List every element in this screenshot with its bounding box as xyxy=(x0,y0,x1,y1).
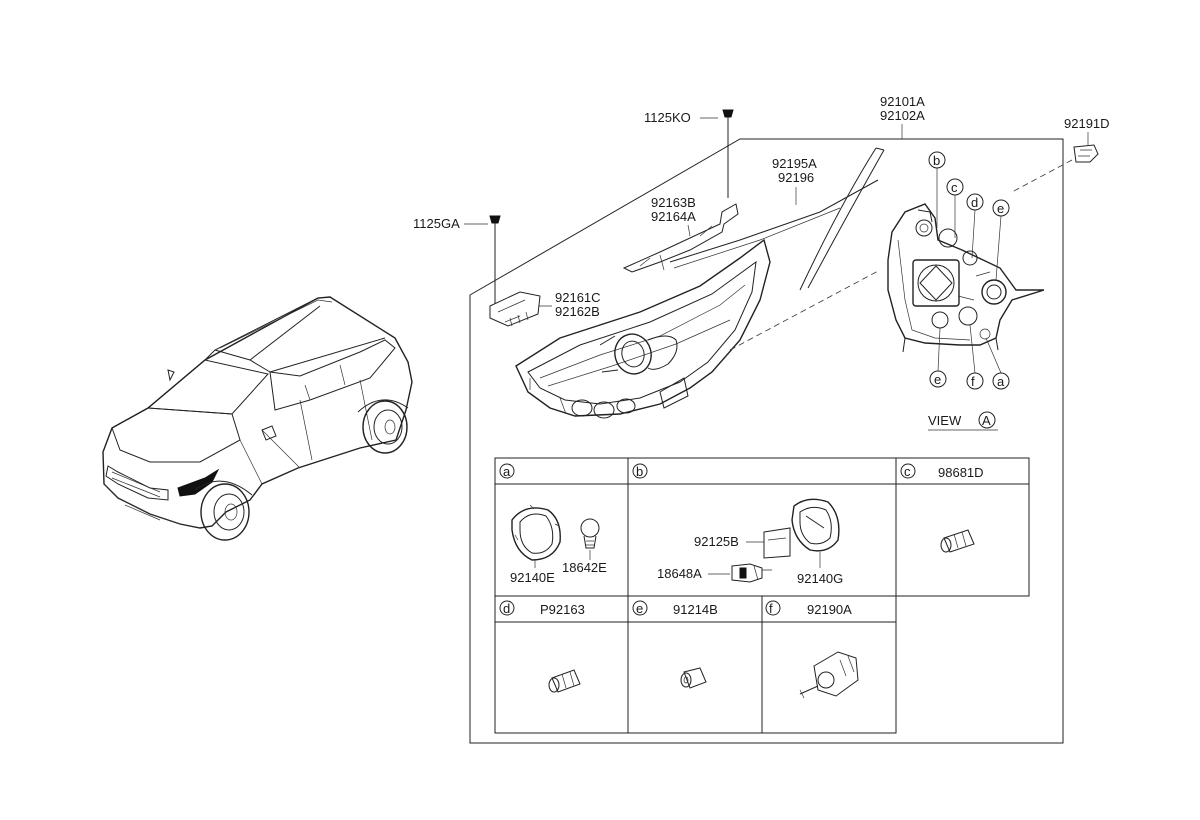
table-cell-e: e 91214B xyxy=(632,600,718,689)
table-cell-d: d P92163 xyxy=(499,600,585,693)
svg-text:f: f xyxy=(971,374,975,389)
view-a-rear-housing xyxy=(887,203,1045,353)
svg-text:e: e xyxy=(636,601,643,616)
svg-text:92125B: 92125B xyxy=(694,534,739,549)
table-cell-c: c 98681D xyxy=(900,463,984,553)
label-cover-1: 92195A xyxy=(772,156,817,171)
table-cell-f: f 92190A xyxy=(765,600,859,699)
svg-text:a: a xyxy=(503,464,511,479)
svg-text:c: c xyxy=(904,464,911,479)
screw-top-icon xyxy=(722,109,734,198)
callout-f-bottom: f xyxy=(966,324,984,390)
assembly-frame xyxy=(469,138,1064,744)
label-module-1: 92161C xyxy=(555,290,601,305)
svg-text:98681D: 98681D xyxy=(938,465,984,480)
connector-icon xyxy=(1073,144,1099,163)
label-assembly-2: 92102A xyxy=(880,108,925,123)
table-cell-b: b 92125B 18648A 92140G xyxy=(632,463,843,586)
svg-text:92140G: 92140G xyxy=(797,571,843,586)
bulb-icon xyxy=(580,518,600,549)
callout-a-bottom: a xyxy=(985,337,1010,390)
svg-text:92140E: 92140E xyxy=(510,570,555,585)
parts-table xyxy=(494,457,1030,734)
svg-text:P92163: P92163 xyxy=(540,602,585,617)
label-bracket-2: 92164A xyxy=(651,209,696,224)
svg-text:18642E: 18642E xyxy=(562,560,607,575)
svg-text:c: c xyxy=(951,180,958,195)
grommet-icon xyxy=(680,667,707,689)
socket-gasket-icon xyxy=(511,504,561,561)
sticker-icon xyxy=(763,527,791,559)
module-part xyxy=(489,291,541,327)
label-cover-2: 92196 xyxy=(778,170,814,185)
label-bracket-1: 92163B xyxy=(651,195,696,210)
view-a-label: VIEW A xyxy=(928,411,998,431)
label-assembly-1: 92101A xyxy=(880,94,925,109)
svg-text:A: A xyxy=(982,413,991,428)
svg-text:VIEW: VIEW xyxy=(928,413,962,428)
actuator-motor-icon xyxy=(799,651,859,699)
bracket-part xyxy=(622,203,739,273)
svg-text:d: d xyxy=(503,601,510,616)
svg-text:91214B: 91214B xyxy=(673,602,718,617)
callout-c-top: c xyxy=(946,178,964,238)
label-screw-top: 1125KO xyxy=(644,110,691,125)
cover-strip xyxy=(669,147,885,291)
cap-cover-icon xyxy=(791,498,840,552)
callout-d-top: d xyxy=(966,193,984,259)
headlamp-assembly xyxy=(515,238,771,419)
label-screw-left: 1125GA xyxy=(413,216,460,231)
small-bulb-icon xyxy=(940,529,975,553)
svg-text:b: b xyxy=(636,464,643,479)
svg-text:e: e xyxy=(997,201,1004,216)
screw-left-icon xyxy=(489,215,501,305)
label-module-2: 92162B xyxy=(555,304,600,319)
callout-b-top: b xyxy=(928,151,946,228)
svg-text:e: e xyxy=(934,372,941,387)
svg-text:f: f xyxy=(769,601,773,616)
vehicle-illustration xyxy=(102,296,413,541)
svg-text:a: a xyxy=(997,374,1005,389)
label-connector: 92191D xyxy=(1064,116,1110,131)
svg-text:d: d xyxy=(971,195,978,210)
svg-text:18648A: 18648A xyxy=(657,566,702,581)
callout-e-top: e xyxy=(992,199,1010,281)
callout-e-bottom: e xyxy=(929,327,947,388)
svg-text:b: b xyxy=(933,153,940,168)
hid-bulb-icon xyxy=(731,563,772,583)
bulb-d-icon xyxy=(548,669,581,693)
svg-text:92190A: 92190A xyxy=(807,602,852,617)
table-cell-a: a 92140E 18642E xyxy=(499,463,607,585)
